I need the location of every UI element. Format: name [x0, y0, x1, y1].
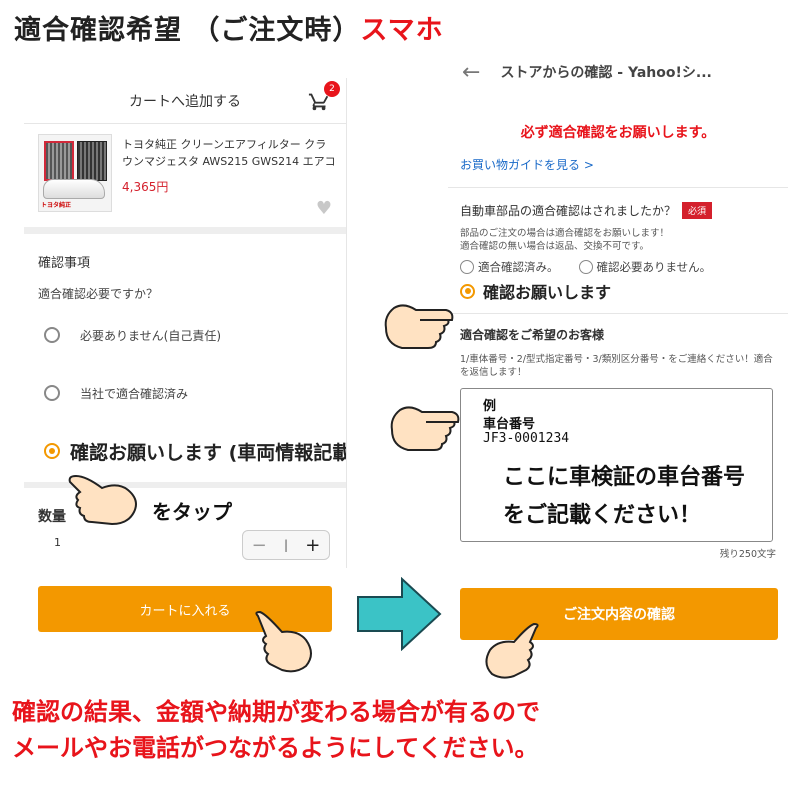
cart-icon[interactable]: [308, 90, 330, 112]
confirm-title: ストアからの確認 - Yahoo!シ...: [500, 65, 712, 81]
quantity-title: 数量: [38, 509, 66, 525]
section-separator: [24, 228, 346, 234]
option-label: 必要ありません(自己責任): [80, 328, 222, 343]
heart-icon[interactable]: ♥: [315, 198, 332, 219]
option-not-needed[interactable]: 必要ありません(自己責任): [24, 306, 346, 364]
radio-label: 確認お願いします: [483, 283, 612, 302]
section-title: 確認事項: [38, 256, 91, 271]
example-label: 例: [483, 399, 497, 414]
heading-accent: スマホ: [360, 15, 444, 46]
panel-title: カートへ追加する: [129, 93, 241, 110]
required-badge: 必須: [682, 202, 713, 219]
plus-button[interactable]: +: [305, 534, 321, 556]
stepper-separator: |: [283, 538, 289, 552]
fitment-question: 自動車部品の適合確認はされましたか？ 必須: [448, 202, 788, 219]
fitment-note: 部品のご注文の場合は適合確認をお願いします！ 適合確認の無い場合は返品、交換不可…: [448, 219, 788, 253]
textarea-instruction-2: をご記載ください！: [503, 503, 702, 528]
pointing-hand-icon: [255, 610, 312, 673]
right-arrow-icon: [357, 577, 442, 651]
radio-selected-icon: [460, 283, 475, 299]
pointing-hand-icon: [68, 474, 137, 526]
product-brand: トヨタ純正: [41, 202, 72, 209]
option-request-confirm[interactable]: 確認お願いします (車両情報記載): [24, 422, 347, 480]
wish-title: 適合確認をご希望のお客様: [460, 328, 605, 342]
product-item[interactable]: トヨタ純正 トヨタ純正 クリーンエアフィルター クラウンマジェスタ AWS215…: [24, 124, 346, 228]
section-separator: [24, 482, 346, 488]
store-confirm-panel: ← ストアからの確認 - Yahoo!シ... 必ず適合確認をお願いします。 お…: [448, 50, 788, 565]
cart-badge: 2: [324, 81, 340, 97]
note-line: 適合確認の無い場合は返品、交換不可です。: [460, 241, 650, 252]
panel-header: カートへ追加する 2: [24, 78, 346, 124]
heading-main: 適合確認希望 （ご注文時）: [14, 15, 361, 46]
warning-line-2: メールやお電話がつながるようにしてください。: [12, 734, 539, 762]
remaining-chars: 残り250文字: [719, 549, 776, 560]
confirm-header: ← ストアからの確認 - Yahoo!シ...: [448, 50, 788, 94]
add-to-cart-button[interactable]: カートに入れる: [38, 586, 332, 632]
back-arrow-icon[interactable]: ←: [462, 59, 481, 85]
option-label: 確認お願いします (車両情報記載): [70, 441, 347, 464]
divider: [448, 313, 788, 314]
product-name: トヨタ純正 クリーンエアフィルター クラウンマジェスタ AWS215 GWS21…: [122, 138, 336, 168]
divider: [448, 187, 788, 188]
fitment-radio-group: 適合確認済み。 確認必要ありません。: [448, 253, 788, 275]
pointing-hand-icon: [390, 406, 460, 451]
note-line: 部品のご注文の場合は適合確認をお願いします！: [460, 228, 670, 239]
radio-icon: [44, 385, 60, 401]
radio-label: 適合確認済み。: [478, 260, 559, 274]
minus-button[interactable]: −: [251, 534, 267, 556]
example-value: JF3-0001234: [483, 431, 570, 446]
must-confirm-text: 必ず適合確認をお願いします。: [520, 125, 716, 141]
fitment-question-text: 自動車部品の適合確認はされましたか？: [460, 204, 677, 218]
quantity-stepper[interactable]: − | +: [242, 530, 330, 560]
radio-not-needed[interactable]: 確認必要ありません。: [578, 259, 712, 275]
textarea-instruction-1: ここに車検証の車台番号: [503, 465, 746, 490]
tap-caption: をタップ: [152, 500, 232, 524]
warning-line-1: 確認の結果、金額や納期が変わる場合が有るので: [12, 698, 540, 726]
vehicle-info-textarea[interactable]: 例 車台番号 JF3-0001234 ここに車検証の車台番号 をご記載ください！: [460, 388, 773, 542]
option-already-confirmed[interactable]: 当社で適合確認済み: [24, 364, 346, 422]
guide-link[interactable]: お買い物ガイドを見る >: [460, 158, 594, 172]
order-confirm-button[interactable]: ご注文内容の確認: [460, 588, 778, 640]
pointing-hand-icon: [384, 304, 454, 349]
radio-icon: [460, 260, 474, 274]
radio-selected-icon: [44, 443, 60, 459]
product-price: 4,365円: [122, 180, 169, 194]
radio-label: 確認必要ありません。: [596, 260, 712, 274]
question-text: 適合確認必要ですか？: [38, 287, 159, 301]
wish-note: 1/車体番号・2/型式指定番号・3/類別区分番号・をご連絡ください！適合を返信し…: [460, 354, 773, 378]
example-field-name: 車台番号: [483, 417, 536, 432]
radio-icon: [44, 327, 60, 343]
radio-request-confirm[interactable]: 確認お願いします: [448, 275, 788, 303]
page-heading: 適合確認希望 （ご注文時）スマホ: [14, 8, 444, 47]
option-label: 当社で適合確認済み: [80, 386, 189, 401]
pointing-hand-icon: [485, 622, 539, 679]
radio-confirmed[interactable]: 適合確認済み。: [460, 259, 559, 275]
product-image: トヨタ純正: [38, 134, 112, 212]
radio-icon: [578, 260, 593, 274]
quantity-value: 1: [54, 536, 61, 549]
